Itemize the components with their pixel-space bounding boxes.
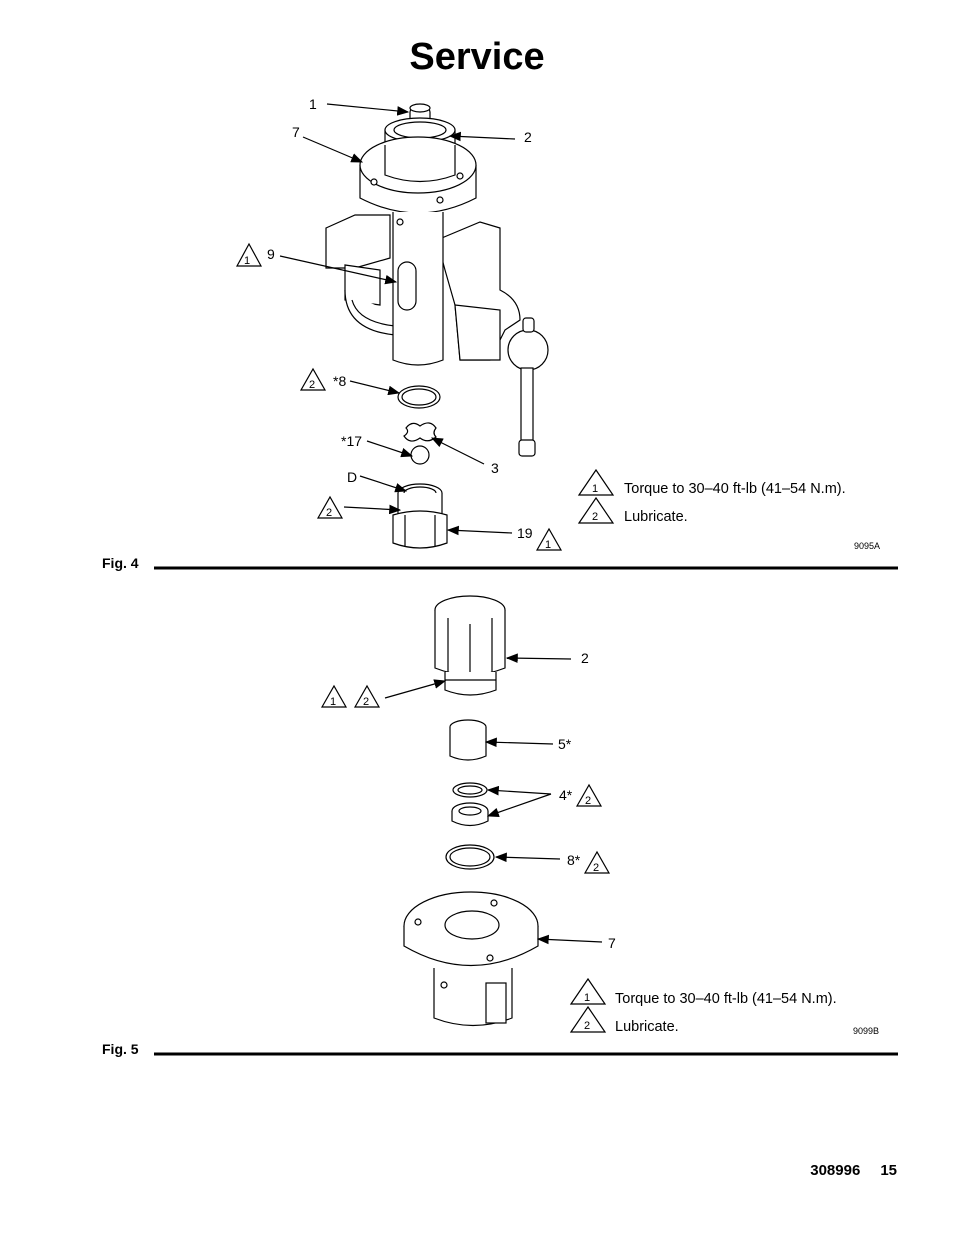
fig4-drawing-number: 9095A [854,541,880,551]
callout-19: 19 [517,525,533,541]
svg-text:2: 2 [585,795,591,807]
callout-3: 3 [491,460,499,476]
fig5-drawing-number: 9099B [853,1026,879,1036]
page-footer: 308996 15 [790,1162,897,1179]
fig4-label: Fig. 4 [102,555,139,571]
callout-7: 7 [608,935,616,951]
fig5-legend: 1 Torque to 30–40 ft-lb (41–54 N.m). 2 L… [569,977,837,1035]
callout-17: *17 [341,433,362,449]
warning-triangle-icon: 2 [353,684,381,708]
svg-text:2: 2 [592,511,598,523]
callout-9: 9 [267,246,275,262]
warning-triangle-icon: 1 [235,242,263,267]
legend-torque-text: Torque to 30–40 ft-lb (41–54 N.m). [624,481,846,497]
fig5-label: Fig. 5 [102,1041,139,1057]
svg-text:2: 2 [309,379,315,391]
fig5-exploded-view: 2 5* 4* 8* 7 1 2 2 2 1 Torque to 30–40 f… [102,595,898,1057]
document-number: 308996 [810,1162,861,1179]
svg-text:2: 2 [584,1020,590,1032]
warning-triangle-icon: 2 [577,496,615,524]
callout-2: 2 [524,129,532,145]
fig5-packing-assembly-drawing [403,595,539,1027]
callout-5: 5* [558,736,572,752]
callout-2: 2 [581,650,589,666]
fig4-legend: 1 Torque to 30–40 ft-lb (41–54 N.m). 2 L… [577,468,846,525]
warning-triangle-icon: 2 [316,495,344,519]
svg-text:1: 1 [244,255,250,267]
svg-text:2: 2 [326,507,332,519]
svg-text:1: 1 [545,539,551,551]
page-title: Service [409,36,545,78]
fig4-leader-lines [279,103,516,536]
svg-text:2: 2 [593,862,599,874]
legend-lubricate-text: Lubricate. [624,509,688,525]
svg-text:1: 1 [584,992,590,1004]
callout-d: D [347,469,357,485]
warning-triangle-icon: 1 [535,527,563,551]
svg-text:1: 1 [330,696,336,708]
fig4-exploded-view: 1 7 2 9 *8 *17 3 D 19 1 2 2 1 1 Torque t… [102,96,898,571]
svg-text:1: 1 [592,483,598,495]
fig5-leader-lines [384,653,603,945]
warning-triangle-icon: 1 [569,977,607,1005]
legend-lubricate-text: Lubricate. [615,1019,679,1035]
page-number: 15 [880,1162,897,1179]
svg-text:2: 2 [363,696,369,708]
fig4-valve-assembly-drawing [325,103,549,549]
callout-4: 4* [559,787,573,803]
warning-triangle-icon: 1 [320,684,348,708]
warning-triangle-icon: 2 [569,1005,607,1033]
warning-triangle-icon: 2 [299,367,327,391]
warning-triangle-icon: 1 [577,468,615,496]
warning-triangle-icon: 2 [583,850,611,874]
callout-8: *8 [333,373,346,389]
callout-8: 8* [567,852,581,868]
callout-1: 1 [309,96,317,112]
warning-triangle-icon: 2 [575,783,603,807]
callout-7: 7 [292,124,300,140]
legend-torque-text: Torque to 30–40 ft-lb (41–54 N.m). [615,991,837,1007]
